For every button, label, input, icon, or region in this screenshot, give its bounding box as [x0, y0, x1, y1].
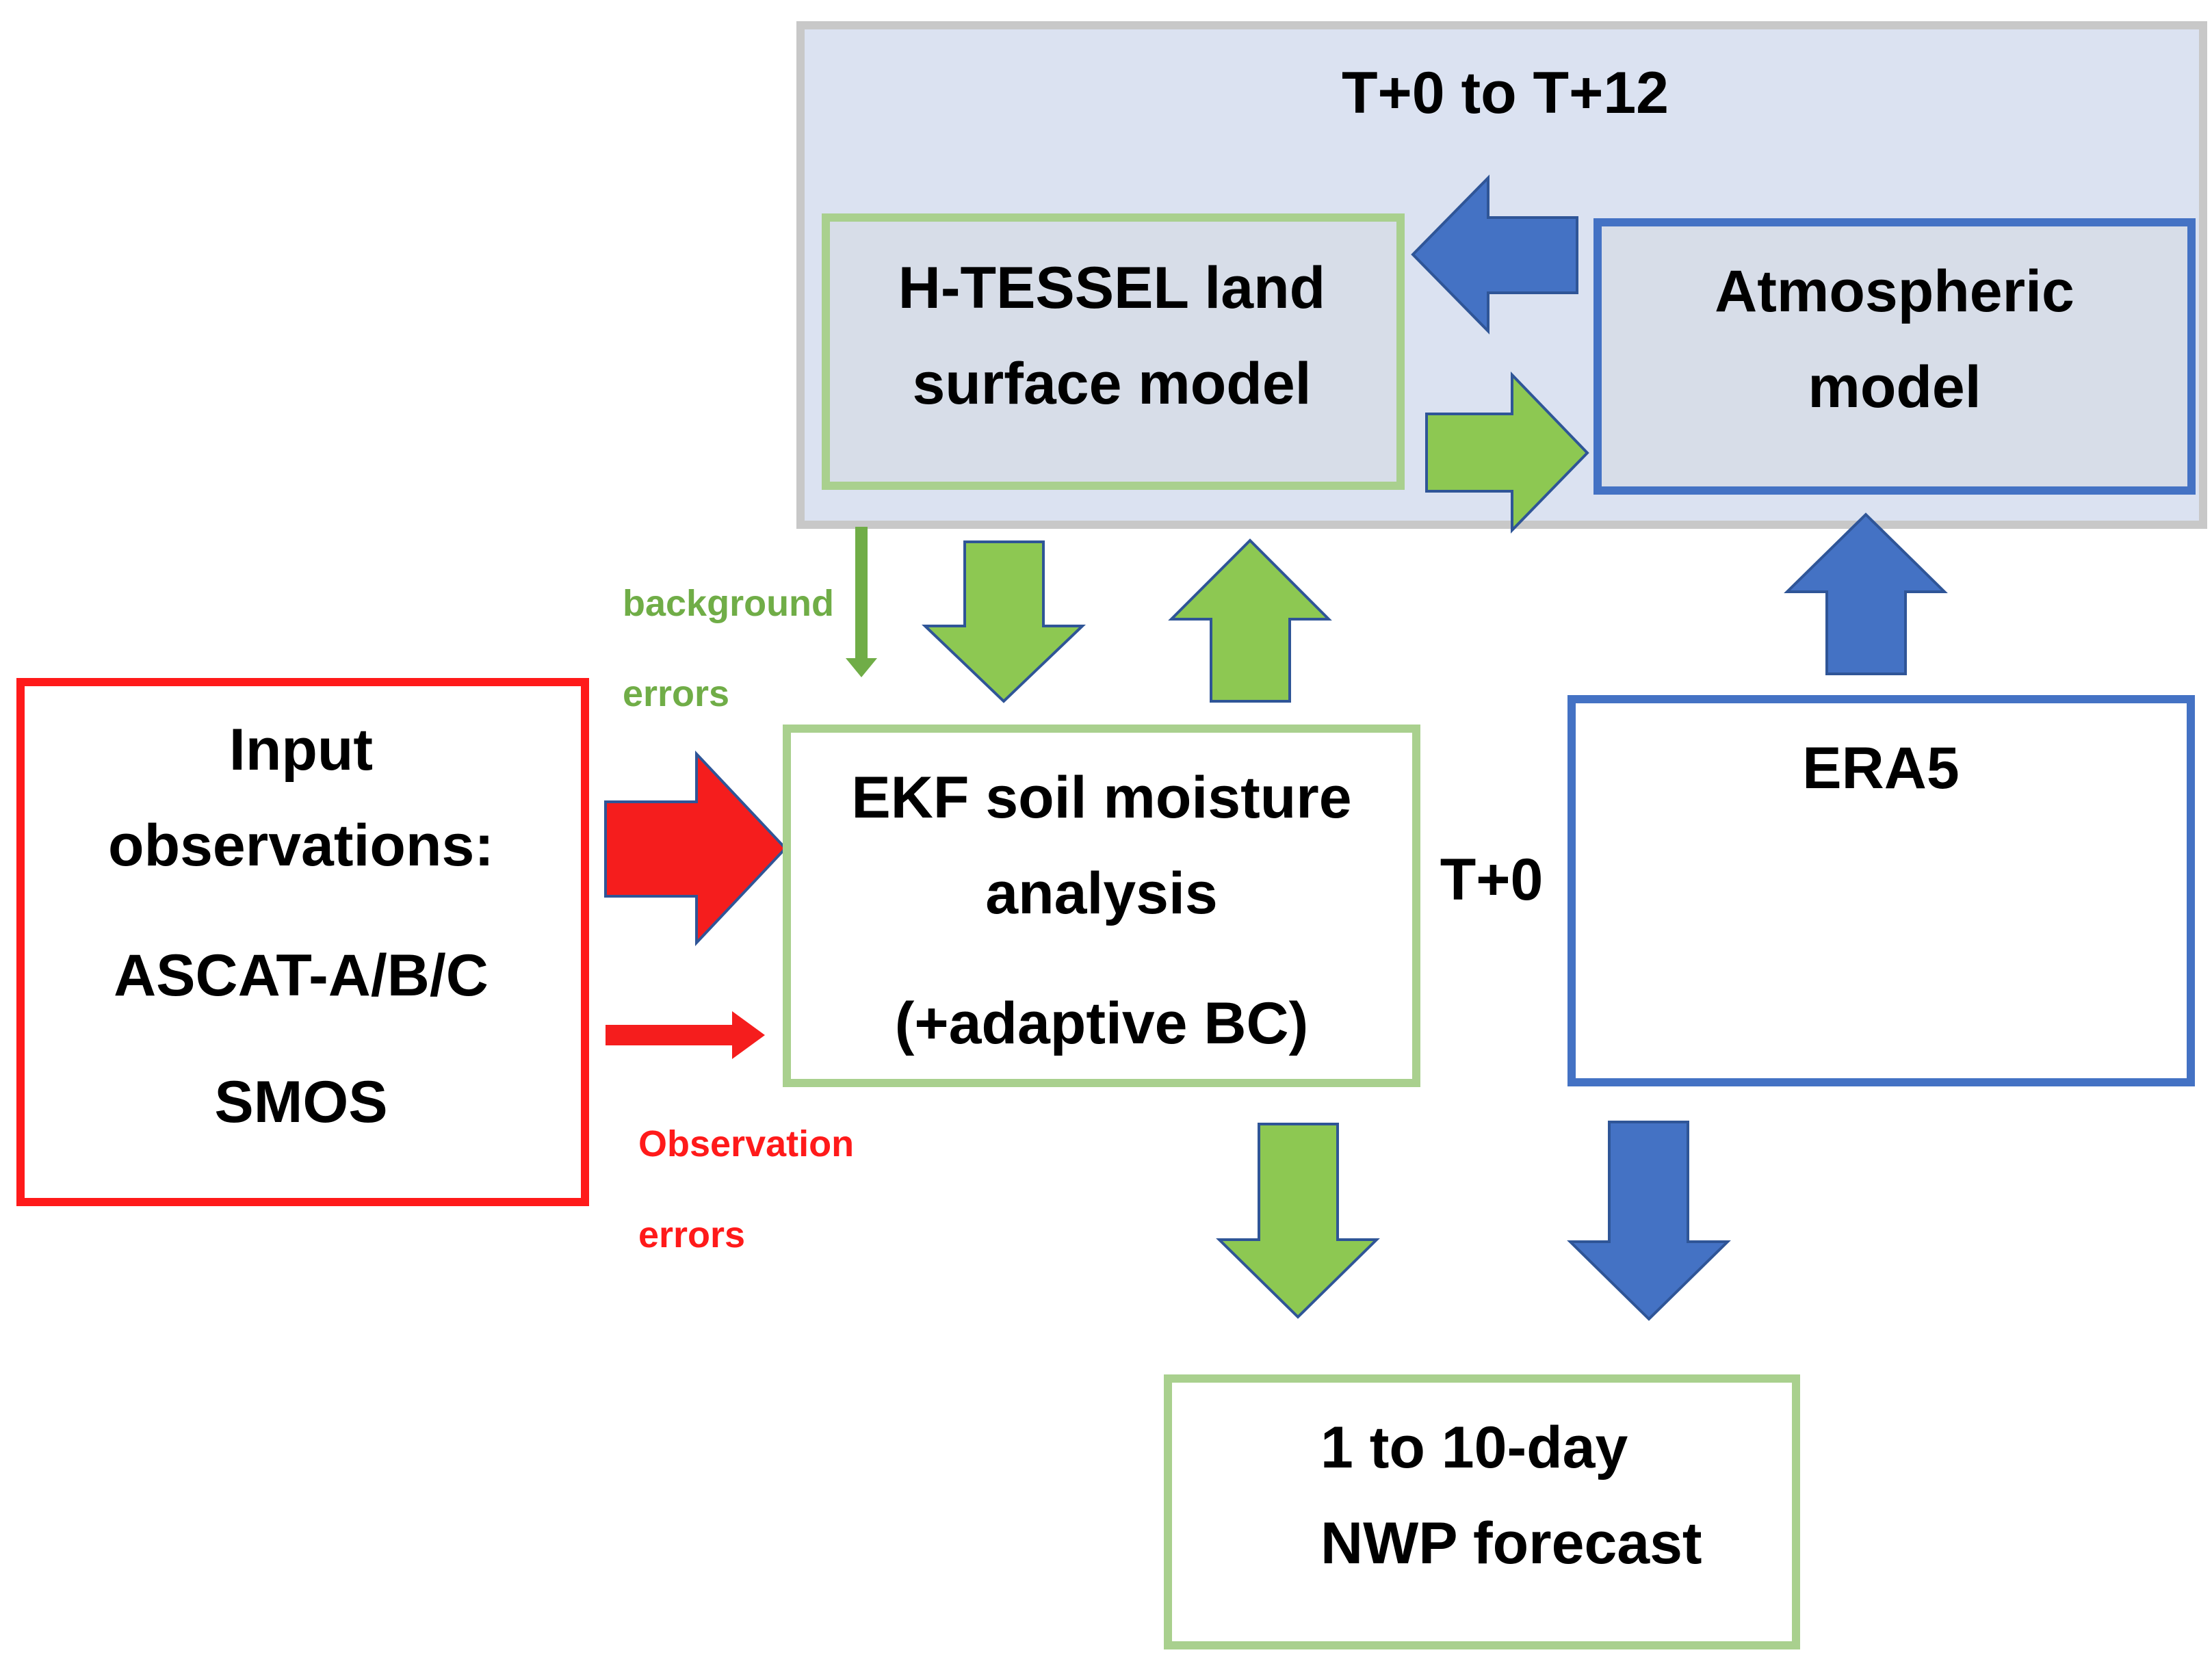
- ekf-label-line3: (+adaptive BC): [895, 991, 1309, 1056]
- era5-box: [1567, 695, 2195, 1086]
- ekf-label-line2: analysis: [985, 861, 1217, 926]
- ekf-to-model-arrow: [1168, 538, 1332, 703]
- model-to-ekf-arrow: [922, 540, 1086, 703]
- atmos-to-htessel-arrow: [1411, 174, 1578, 335]
- ekf-label-line1: EKF soil moisture: [851, 765, 1351, 831]
- input-label-line2: observations:: [108, 813, 494, 878]
- background-errors-line2: errors: [623, 673, 729, 714]
- t0-label: T+0: [1440, 847, 1544, 913]
- nwp-forecast-box: [1164, 1374, 1800, 1649]
- observation-errors-line1: Observation: [638, 1123, 854, 1164]
- atmospheric-label-line1: Atmospheric: [1715, 259, 2074, 324]
- forecast-window-title: T+0 to T+12: [1342, 60, 1669, 126]
- observations-to-ekf-arrow: [604, 750, 788, 947]
- era5-to-forecast-arrow: [1567, 1121, 1731, 1321]
- forecast-label-line2: NWP forecast: [1320, 1511, 1702, 1576]
- era5-to-atmos-arrow: [1784, 512, 1948, 675]
- input-label-line1: Input: [229, 717, 373, 783]
- ekf-analysis-box: [783, 725, 1420, 1087]
- background-errors-arrow-shaft: [855, 527, 868, 660]
- input-observations-box: [16, 678, 589, 1206]
- htessel-box: [822, 213, 1405, 490]
- forecast-label-line1: 1 to 10-day: [1320, 1415, 1628, 1480]
- observation-errors-arrow-head: [732, 1011, 765, 1059]
- htessel-label-line2: surface model: [912, 351, 1311, 417]
- era5-label: ERA5: [1802, 735, 1959, 801]
- background-errors-arrow-head: [846, 658, 877, 677]
- observation-errors-line2: errors: [638, 1214, 745, 1255]
- htessel-label-line1: H-TESSEL land: [898, 255, 1325, 321]
- input-label-line4: SMOS: [214, 1069, 387, 1135]
- input-label-line3: ASCAT-A/B/C: [114, 943, 489, 1008]
- background-errors-line1: background: [623, 583, 834, 624]
- ekf-to-forecast-arrow: [1216, 1123, 1380, 1319]
- htessel-to-atmos-arrow: [1425, 371, 1589, 534]
- atmospheric-model-box: [1593, 218, 2196, 495]
- atmospheric-label-line2: model: [1808, 354, 1981, 420]
- observation-errors-arrow-shaft: [606, 1025, 736, 1045]
